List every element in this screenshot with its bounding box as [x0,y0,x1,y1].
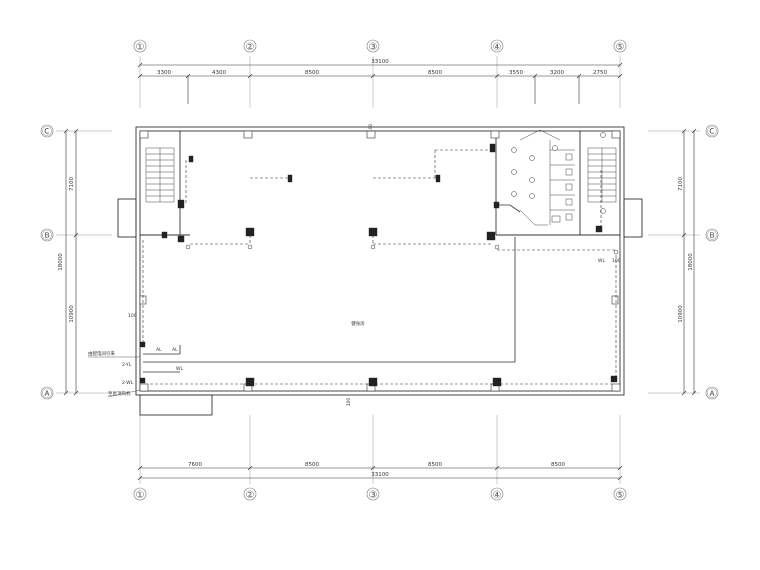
right-stair [587,147,617,203]
wall-columns [139,130,621,392]
building-walls [117,126,643,416]
mark-label-2: WL [598,258,605,264]
axis-label-5-top: ⑤ [616,42,625,53]
right-dimension-chain [681,128,697,396]
toilet-block [519,129,575,226]
axis-label-1-top: ① [136,42,145,53]
top-dimension-2: 4300 [212,70,226,76]
top-dimension-4: 8500 [428,70,442,76]
bottom-dimension-2: 8500 [305,462,319,468]
top-total-dimension: 33100 [371,59,389,65]
left-dimension-2: 10900 [69,305,75,323]
feeder-note-lower-leader [107,389,141,398]
axis-label-5-bottom: ⑤ [616,490,625,501]
axis-label-2-bottom: ② [246,490,255,501]
junction-dots [185,244,619,255]
lead-label-2: 2-WL [122,380,134,386]
room-label: 健身房 [351,320,365,327]
bottom-dimension-chain [137,465,623,481]
right-dimension-1: 7100 [678,177,684,191]
mark-label-1: WL [176,366,183,372]
elevation-left: 100 [128,313,137,319]
box-label-1: AL [156,347,162,353]
axis-label-c-right: Ⓒ [707,126,717,138]
feeder-note-lower: 至屋顶风机 [108,390,131,397]
bottom-dimension-4: 8500 [551,462,565,468]
dashed-wiring [142,149,617,385]
bottom-dimension-3: 8500 [428,462,442,468]
grid-lines [56,56,700,484]
axis-label-c-left: Ⓒ [42,126,52,138]
toilet-fixtures-lights [511,132,606,214]
elevation-top: 100 [368,124,374,133]
axis-label-3-top: ③ [369,42,378,53]
top-dimension-6: 3200 [550,70,564,76]
axis-label-b-left: Ⓑ [42,230,52,242]
top-dimension-5: 3550 [509,70,523,76]
device-symbols [139,143,618,387]
box-label-2: AL [172,347,178,353]
axis-label-a-left: Ⓐ [42,388,52,400]
feeder-note-upper: 由配电间引来 [88,350,115,357]
axis-label-4-bottom: ④ [493,490,502,501]
left-stair [145,147,175,203]
left-dimension-chain [63,128,79,396]
axis-label-2-top: ② [246,42,255,53]
top-dimension-7: 2750 [593,70,607,76]
axis-label-1-bottom: ① [136,490,145,501]
elevation-right: 100 [612,258,621,264]
lead-label-1: 2-YL [122,362,132,368]
elevation-bottom: 100 [346,398,352,407]
top-dimension-chain [137,62,623,104]
right-total-dimension: 18000 [688,253,694,271]
left-total-dimension: 18000 [58,253,64,271]
axis-label-3-bottom: ③ [369,490,378,501]
axis-label-4-top: ④ [493,42,502,53]
top-dimension-3: 8500 [305,70,319,76]
left-dimension-1: 7100 [69,177,75,191]
top-dimension-1: 3300 [157,70,171,76]
solid-wiring [143,204,521,373]
axis-bubbles [40,39,719,501]
bottom-total-dimension: 33100 [371,472,389,478]
bottom-dimension-1: 7600 [188,462,202,468]
axis-label-b-right: Ⓑ [707,230,717,242]
axis-label-a-right: Ⓐ [707,388,717,400]
right-dimension-2: 10900 [678,305,684,323]
